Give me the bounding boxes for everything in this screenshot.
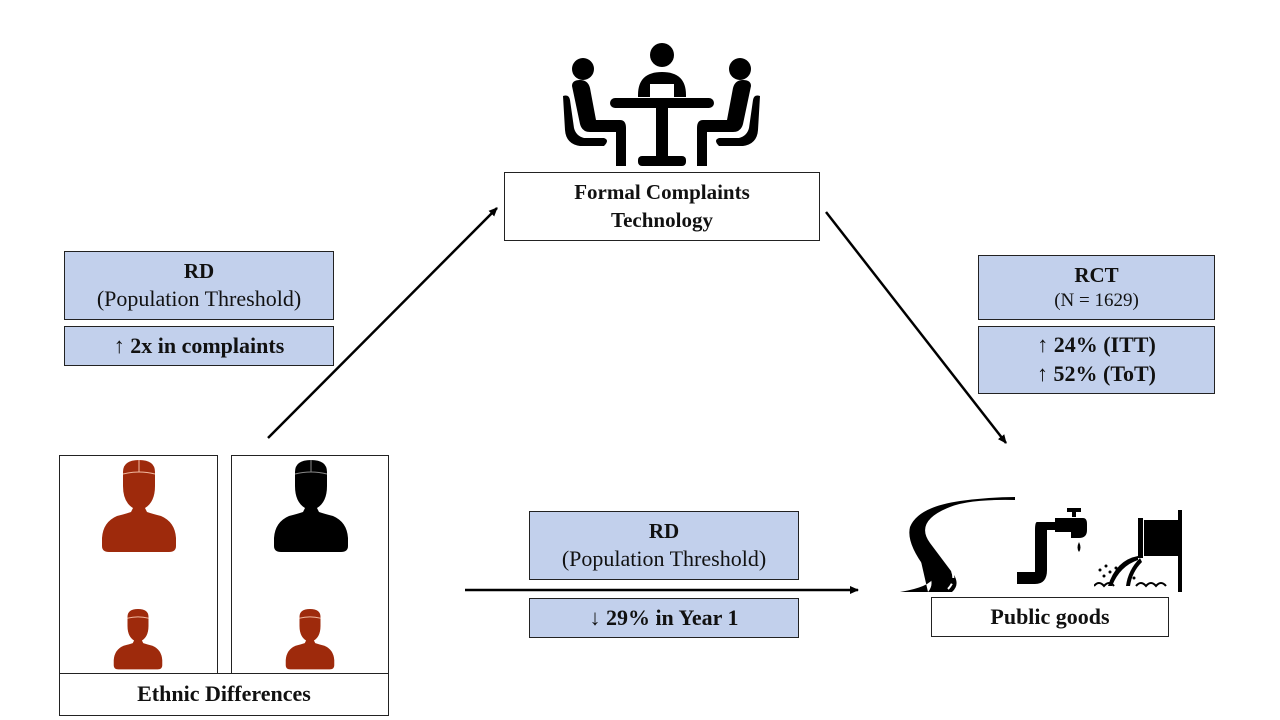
method-name: RD — [183, 258, 215, 283]
technology-title-line1: Formal Complaints — [574, 180, 750, 205]
rct-effect-label: ↑ 24% (ITT) ↑ 52% (ToT) — [978, 326, 1215, 394]
rd-method-label-bottom: RD (Population Threshold) — [529, 511, 799, 580]
effect-text: ↓ 29% in Year 1 — [589, 604, 739, 630]
drain-pipe-icon — [1094, 510, 1182, 592]
method-detail: (Population Threshold) — [561, 545, 767, 571]
arrow-technology-to-public-goods — [825, 211, 1007, 444]
person-red-small-icon — [113, 609, 163, 670]
effect-tot: ↑ 52% (ToT) — [1037, 361, 1156, 386]
public-goods-title: Public goods — [990, 603, 1110, 629]
public-goods-node: Public goods — [931, 597, 1169, 637]
rct-method-label: RCT (N = 1629) — [978, 255, 1215, 320]
person-red-icon — [102, 460, 176, 552]
effect-text: ↑ 2x in complaints — [113, 332, 285, 358]
rd-method-label-left: RD (Population Threshold) — [64, 251, 334, 320]
person-red-small-icon — [285, 609, 335, 670]
method-detail: (Population Threshold) — [96, 285, 302, 311]
meeting-table-icon — [563, 43, 760, 166]
technology-title-line2: Technology — [611, 207, 713, 232]
ethnic-node: Ethnic Differences — [59, 673, 389, 716]
road-icon — [900, 497, 1015, 592]
person-black-icon — [274, 460, 348, 552]
ethnic-title: Ethnic Differences — [137, 681, 311, 707]
method-name: RD — [648, 518, 680, 543]
technology-node: Formal Complaints Technology — [504, 172, 820, 241]
rd-effect-label-left: ↑ 2x in complaints — [64, 326, 334, 366]
arrow-ethnic-to-technology — [267, 207, 498, 439]
rd-effect-label-bottom: ↓ 29% in Year 1 — [529, 598, 799, 638]
method-name: RCT — [1074, 262, 1119, 287]
method-detail: (N = 1629) — [1054, 289, 1139, 311]
effect-itt: ↑ 24% (ITT) — [1037, 332, 1156, 358]
water-tap-icon — [1017, 508, 1087, 584]
